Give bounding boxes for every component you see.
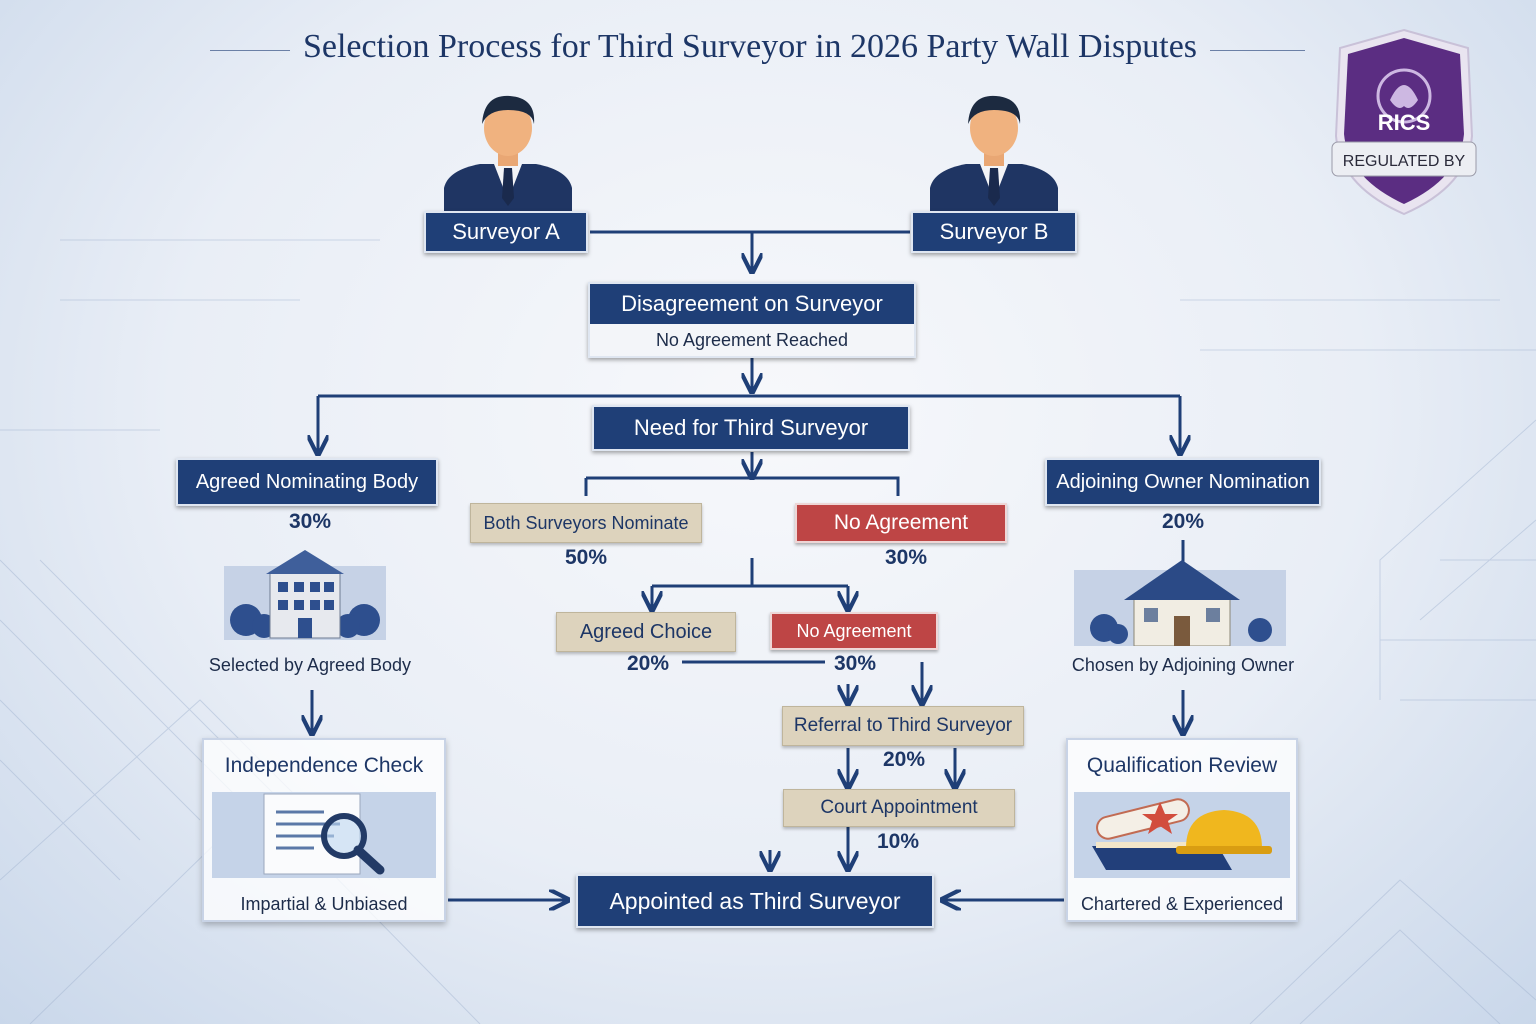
office-building-icon: [224, 550, 386, 640]
agreed-choice-box: Agreed Choice: [556, 612, 736, 652]
disagreement-subtitle: No Agreement Reached: [590, 324, 914, 356]
surveyor-b-label: Surveyor B: [911, 211, 1077, 253]
agreed-nominating-body-box: Agreed Nominating Body: [176, 458, 438, 506]
independence-check-card: Independence Check Impartial & Unbiased: [202, 738, 446, 922]
rics-ribbon-text: REGULATED BY: [1343, 153, 1466, 170]
rics-badge-icon: RICS REGULATED BY: [1331, 28, 1477, 216]
no-agreement-1-pct: 30%: [884, 546, 928, 569]
disagreement-title: Disagreement on Surveyor: [590, 284, 914, 324]
title-rule-right: [1210, 50, 1305, 51]
disagreement-box: Disagreement on Surveyor No Agreement Re…: [588, 282, 916, 358]
both-surveyors-nominate-box: Both Surveyors Nominate: [470, 503, 702, 543]
court-appointment-box: Court Appointment: [783, 789, 1015, 827]
independence-check-title: Independence Check: [224, 754, 424, 777]
rics-brand-text: RICS: [1378, 110, 1431, 135]
magnifier-document-icon: [212, 792, 436, 878]
agreed-body-caption: Selected by Agreed Body: [208, 655, 412, 675]
court-pct: 10%: [876, 830, 920, 853]
qualification-review-caption: Chartered & Experienced: [1080, 894, 1284, 914]
referral-box: Referral to Third Surveyor: [782, 706, 1024, 746]
surveyor-b-avatar-icon: [930, 95, 1058, 212]
house-icon: [1074, 560, 1286, 646]
appointed-third-surveyor-box: Appointed as Third Surveyor: [576, 874, 934, 928]
adjoining-owner-caption: Chosen by Adjoining Owner: [1071, 655, 1295, 675]
hardhat-diploma-icon: [1074, 792, 1290, 878]
adjoining-owner-nomination-box: Adjoining Owner Nomination: [1045, 458, 1321, 506]
qualification-review-card: Qualification Review Chartered & Experie…: [1066, 738, 1298, 922]
independence-check-caption: Impartial & Unbiased: [240, 894, 408, 914]
title-rule-left: [210, 50, 290, 51]
no-agreement-box-1: No Agreement: [795, 503, 1007, 543]
connector-mid-split: [584, 476, 900, 496]
both-nominate-pct: 50%: [564, 546, 608, 569]
qualification-review-title: Qualification Review: [1086, 754, 1278, 777]
no-agreement-box-2: No Agreement: [770, 612, 938, 650]
page-title: Selection Process for Third Surveyor in …: [302, 28, 1198, 65]
agreed-choice-pct: 20%: [626, 652, 670, 675]
agreed-body-pct: 30%: [288, 510, 332, 533]
surveyor-a-label: Surveyor A: [424, 211, 588, 253]
no-agreement-2-pct: 30%: [833, 652, 877, 675]
connector-split-2: [652, 558, 848, 588]
adjoining-owner-pct: 20%: [1161, 510, 1205, 533]
need-third-surveyor-box: Need for Third Surveyor: [592, 405, 910, 451]
surveyor-a-avatar-icon: [444, 95, 572, 212]
referral-pct: 20%: [882, 748, 926, 771]
